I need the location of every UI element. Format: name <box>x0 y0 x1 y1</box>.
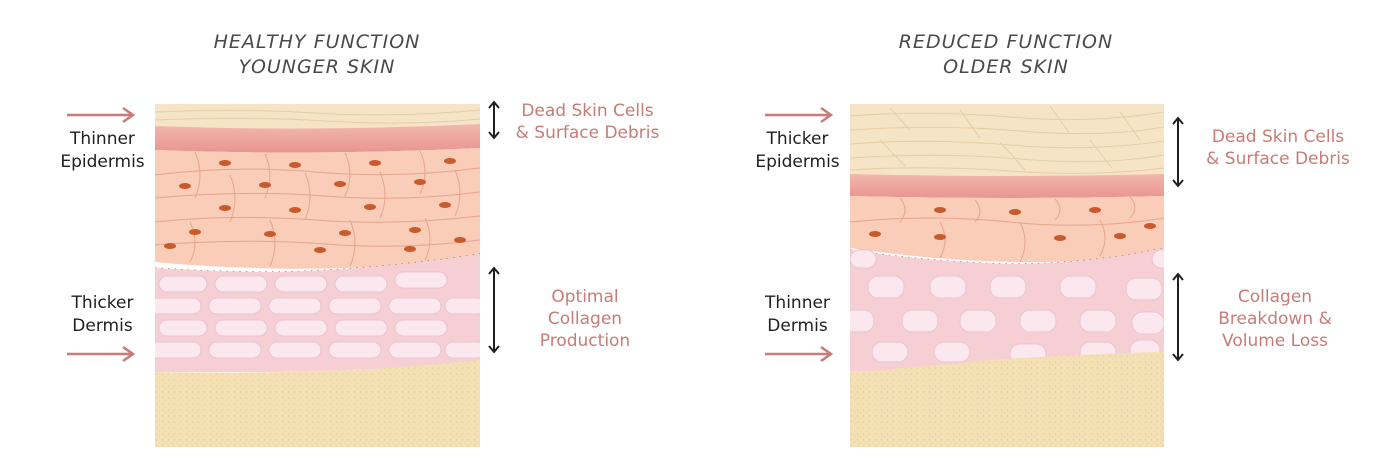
panel-title: REDUCED FUNCTION OLDER SKIN <box>796 30 1216 80</box>
dead-cells-line-1: Dead Skin Cells <box>521 101 654 121</box>
panel-title: HEALTHY FUNCTION YOUNGER SKIN <box>107 30 527 80</box>
collagen-line-2: Breakdown & <box>1218 309 1332 329</box>
collagen-cells <box>155 271 480 359</box>
young-skin-illustration <box>155 104 480 447</box>
right-arrow-icon <box>67 106 136 124</box>
dead-cells-layer <box>155 104 480 130</box>
dermis-label: Thicker Dermis <box>55 292 150 338</box>
dermis-label: Thinner Dermis <box>750 292 845 338</box>
fat-layer <box>850 352 1164 447</box>
collagen-line-3: Volume Loss <box>1222 331 1328 351</box>
right-arrow-icon <box>67 345 136 363</box>
epidermis-band <box>850 174 1164 198</box>
double-arrow-icon <box>488 266 500 354</box>
collagen-label: Optimal Collagen Production <box>510 286 660 352</box>
title-line-1: REDUCED FUNCTION <box>898 31 1114 53</box>
aged-skin-illustration <box>850 104 1164 447</box>
double-arrow-icon <box>1172 116 1184 188</box>
dermis-label-line-1: Thinner <box>765 293 830 313</box>
epidermis-label-line-2: Epidermis <box>755 152 840 172</box>
dead-cells-label: Dead Skin Cells & Surface Debris <box>505 100 670 144</box>
double-arrow-icon <box>488 100 500 140</box>
dead-cells-line-2: & Surface Debris <box>1206 149 1350 169</box>
epidermis-label-line-2: Epidermis <box>60 152 145 172</box>
collagen-cells <box>850 249 1164 365</box>
collagen-line-1: Collagen <box>1237 287 1313 307</box>
dermis-label-line-1: Thicker <box>71 293 134 313</box>
epidermal-cells-layer <box>850 196 1164 263</box>
epidermal-cells-layer <box>155 148 480 269</box>
title-line-1: HEALTHY FUNCTION <box>213 31 421 53</box>
epidermis-label-line-1: Thicker <box>766 129 829 149</box>
nuclei <box>869 207 1156 241</box>
dermis-label-line-2: Dermis <box>767 316 828 336</box>
aged-skin-panel: REDUCED FUNCTION OLDER SKIN <box>700 0 1400 468</box>
dead-cells-line-2: & Surface Debris <box>515 123 660 143</box>
dermis-label-line-2: Dermis <box>72 316 133 336</box>
right-arrow-icon <box>765 106 834 124</box>
collagen-line-3: Production <box>539 331 631 351</box>
title-line-2: YOUNGER SKIN <box>238 56 396 78</box>
epidermis-label-line-1: Thinner <box>70 129 135 149</box>
dead-cells-line-1: Dead Skin Cells <box>1211 127 1345 147</box>
fat-layer <box>155 360 480 447</box>
collagen-line-1: Optimal <box>551 287 619 307</box>
epidermis-label: Thicker Epidermis <box>750 128 845 174</box>
epidermis-label: Thinner Epidermis <box>55 128 150 174</box>
dead-cells-label: Dead Skin Cells & Surface Debris <box>1193 126 1363 170</box>
epidermis-band <box>155 124 480 153</box>
title-line-2: OLDER SKIN <box>943 56 1069 78</box>
double-arrow-icon <box>1172 272 1184 362</box>
healthy-skin-panel: HEALTHY FUNCTION YOUNGER SKIN <box>55 30 670 447</box>
right-arrow-icon <box>765 345 834 363</box>
collagen-label: Collagen Breakdown & Volume Loss <box>1200 286 1350 352</box>
nuclei <box>164 158 466 253</box>
collagen-line-2: Collagen <box>547 309 623 329</box>
